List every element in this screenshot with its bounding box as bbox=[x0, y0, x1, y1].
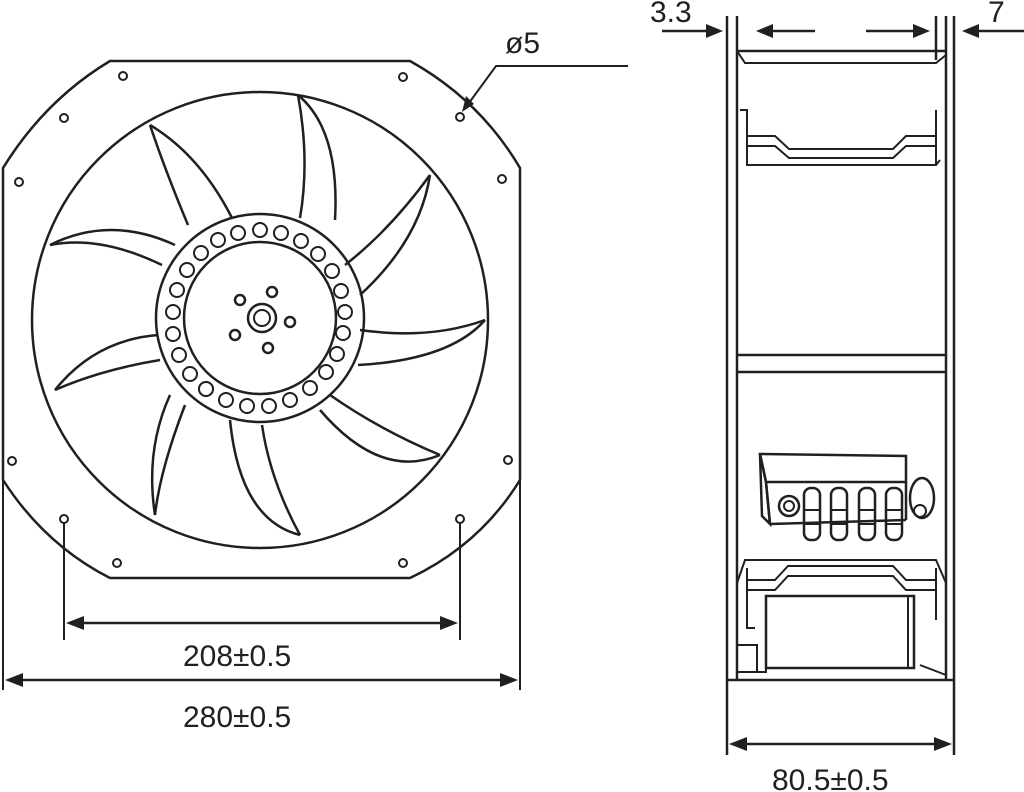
mounting-spacing-dimension: 208±0.5 bbox=[63, 523, 461, 673]
mounting-spacing-label: 208±0.5 bbox=[183, 640, 291, 673]
venturi-ring bbox=[30, 90, 490, 550]
left-flange-label: 3.3 bbox=[650, 0, 692, 29]
hole-diameter-label: ø5 bbox=[505, 27, 540, 60]
hole-callout: ø5 bbox=[462, 27, 628, 112]
fan-blades bbox=[49, 94, 486, 537]
housing-top-section bbox=[736, 50, 947, 166]
right-flange-label: 7 bbox=[988, 0, 1005, 29]
housing-middle-section bbox=[737, 353, 946, 374]
fan-frame-outline bbox=[1, 59, 522, 580]
side-view: 3.3 7 80.5±0.5 bbox=[650, 0, 1024, 792]
hub-center bbox=[228, 285, 297, 355]
hub-inner-ring bbox=[182, 240, 338, 396]
overall-depth-label: 80.5±0.5 bbox=[772, 764, 889, 792]
overall-width-dimension: 280±0.5 bbox=[2, 480, 521, 734]
flange-dimensions: 3.3 7 bbox=[650, 0, 1024, 38]
hub-outer-ring bbox=[154, 212, 366, 424]
depth-dimension: 80.5±0.5 bbox=[729, 737, 952, 792]
mounting-holes bbox=[7, 71, 513, 568]
terminal-block bbox=[758, 452, 936, 542]
overall-width-label: 280±0.5 bbox=[183, 701, 291, 734]
capacitor bbox=[764, 594, 916, 670]
front-view: ø5 208±0.5 280±0.5 bbox=[1, 27, 628, 734]
terminal-screws bbox=[802, 486, 904, 542]
hub-vent-holes bbox=[165, 222, 353, 414]
housing-bottom-section bbox=[736, 559, 947, 676]
